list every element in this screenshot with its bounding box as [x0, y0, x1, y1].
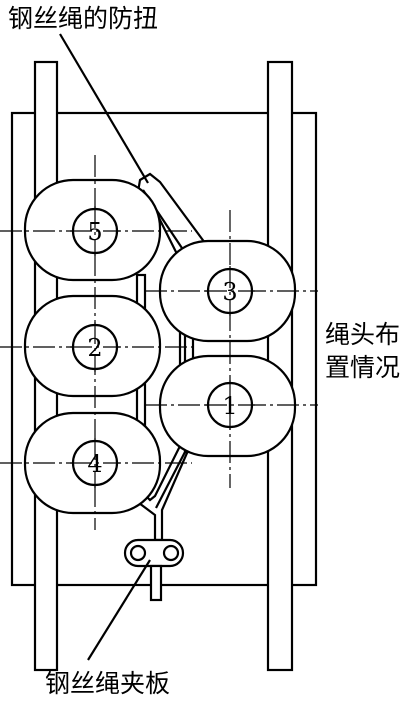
leader-line-bottom [87, 559, 151, 661]
plate-inner-edge-lower [155, 449, 187, 509]
label-rope-arrangement-line1: 绳头布 [325, 320, 400, 349]
rope-number-1: 1 [222, 392, 237, 420]
rope-number-4: 4 [87, 450, 102, 478]
clamp-bolt-right [162, 544, 180, 562]
label-anti-twist: 钢丝绳的防扭 [8, 4, 158, 33]
rope-number-3: 3 [222, 278, 237, 306]
label-rope-clamp-plate: 钢丝绳夹板 [45, 669, 170, 698]
label-rope-arrangement-line2: 置情况 [325, 353, 400, 382]
rope-number-5: 5 [87, 218, 102, 246]
core-crosshairs [70, 206, 255, 488]
clamp-bolt-left [129, 544, 147, 562]
rope-tail [149, 564, 163, 602]
frame-rectangle [10, 111, 318, 587]
leader-line-top [59, 33, 149, 184]
rope-number-2: 2 [87, 334, 102, 362]
